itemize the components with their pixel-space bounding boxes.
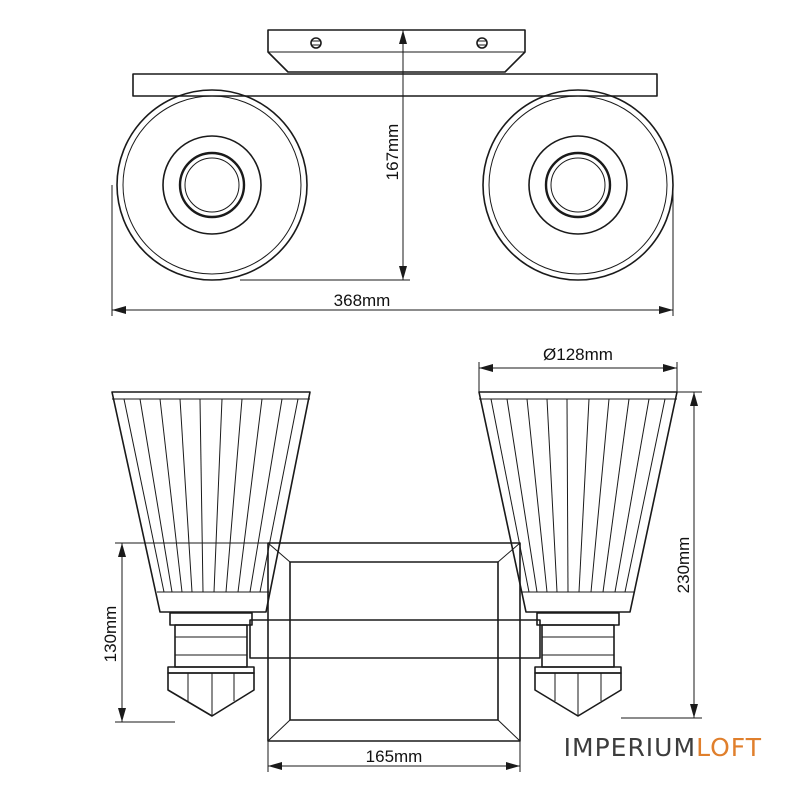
dimension-diameter [478,362,678,392]
brand-logo: IMPERIUMLOFT [564,733,762,762]
dimension-230 [621,391,702,719]
screw-icon-right [476,37,488,49]
right-shade-front [478,391,678,717]
right-shade-top [482,89,674,281]
label-230mm: 230mm [674,537,693,594]
mounting-plate [267,29,526,73]
top-view [111,29,674,316]
brand-text-loft: LOFT [696,733,762,762]
front-view [111,362,702,772]
label-165mm: 165mm [366,747,423,766]
back-plate [267,542,521,742]
brand-text-imperium: IMPERIUM [563,733,697,762]
arm-bar [132,73,658,97]
screw-icon-left [310,37,322,49]
left-shade-front [111,391,311,717]
label-diameter-128mm: Ø128mm [543,345,613,364]
label-368mm: 368mm [334,291,391,310]
label-130mm: 130mm [101,606,120,663]
dimension-165 [267,741,521,772]
dimension-130 [115,542,268,723]
dimension-167 [240,30,410,281]
left-shade-top [116,89,308,281]
front-arm [249,619,541,659]
label-167mm: 167mm [383,124,402,181]
dimension-368 [111,185,674,316]
